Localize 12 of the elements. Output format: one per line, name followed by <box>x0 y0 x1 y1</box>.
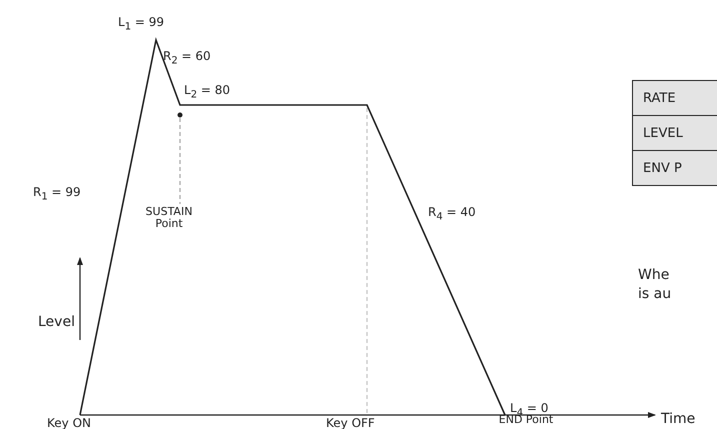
note-paragraph: Whe is au <box>638 266 672 304</box>
envelope-rate-label: R$_{2}$ = 60 <box>163 50 211 67</box>
table-cell-text: RATE <box>642 90 677 108</box>
table-cell: ENV P <box>633 150 717 185</box>
table-cell: LEVEL <box>633 115 717 150</box>
envelope-rate-label: R$_{4}$ = 40 <box>428 206 476 223</box>
sustain-point-label: SUSTAIN Point <box>144 206 194 230</box>
envelope-rate-label: R$_{1}$ = 99 <box>33 186 81 203</box>
envelope-level-label: L$_{1}$ = 99 <box>118 16 164 33</box>
axis-label: Time <box>661 412 696 427</box>
envelope-level-label: L$_{2}$ = 80 <box>184 84 230 101</box>
axis-label: Level <box>38 315 75 330</box>
